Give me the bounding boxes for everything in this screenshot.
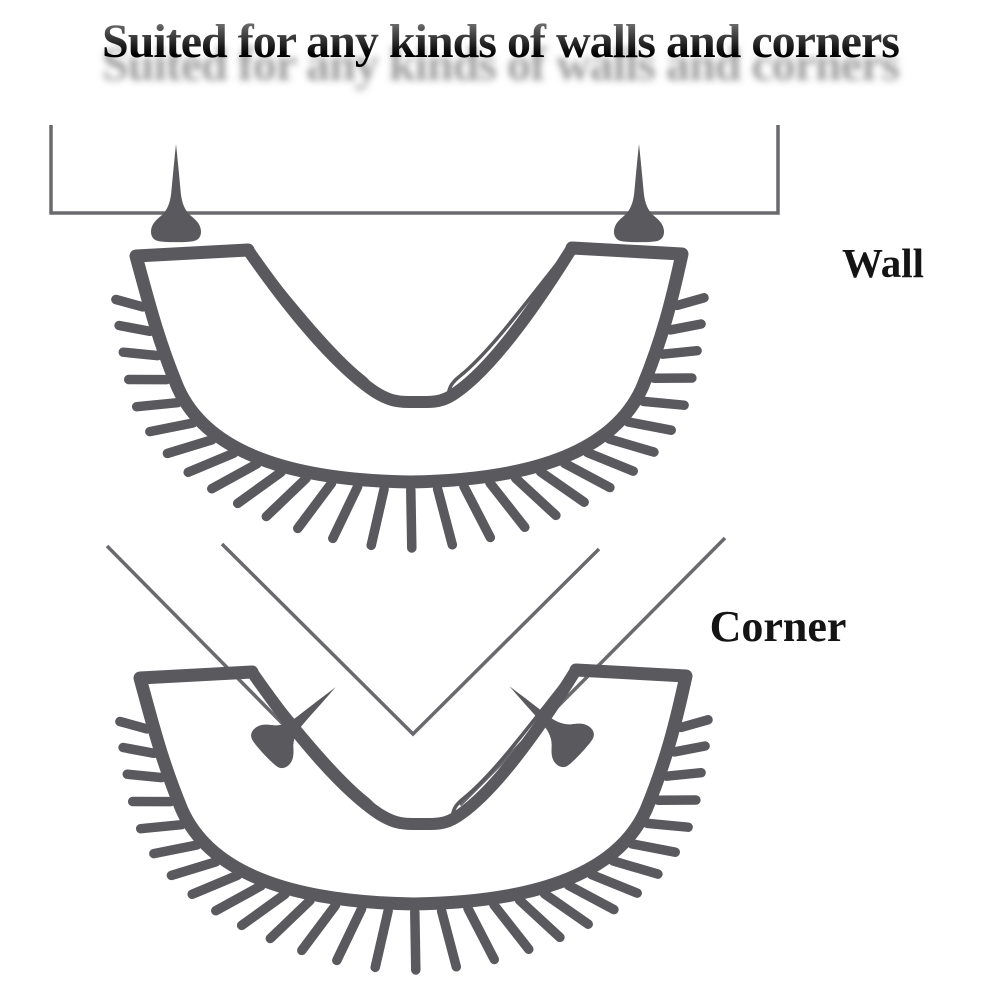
corner-label: Corner: [710, 602, 847, 651]
wall-brush: [116, 248, 704, 548]
wall-diagram: Wall: [49, 125, 924, 548]
page-title: Suited for any kinds of walls and corner…: [0, 14, 1001, 114]
wall-surface-line: [49, 125, 780, 215]
corner-diagram: Corner: [105, 536, 847, 970]
page-title-shadow: Suited for any kinds of walls and corner…: [0, 27, 1001, 82]
wall-pin-right: [613, 144, 665, 243]
wall-label: Wall: [842, 240, 924, 286]
corner-brush: [120, 670, 708, 970]
page-title-text: Suited for any kinds of walls and corner…: [0, 14, 1001, 69]
wall-pin-left: [150, 144, 202, 243]
corner-inner-v-line: [220, 542, 601, 737]
